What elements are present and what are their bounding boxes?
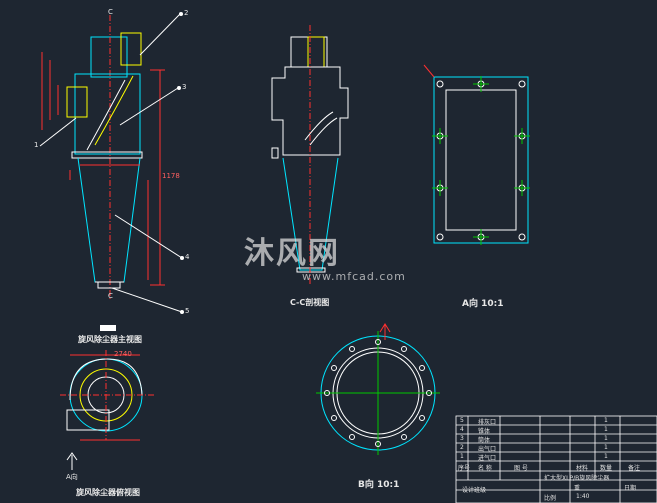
scale-value: 1:40 [576, 493, 590, 500]
top-view-title: 旋风除尘器俯视图 [76, 488, 140, 497]
callout-3: 3 [182, 83, 187, 91]
section-mark-c-bottom: C [108, 292, 113, 300]
title-block-frame [455, 415, 657, 503]
part-qty: 1 [604, 426, 608, 433]
part-no: 5 [460, 417, 464, 424]
part-no: 2 [460, 444, 464, 451]
header-note: 备注 [628, 465, 641, 472]
header-code: 图 号 [514, 465, 528, 472]
part-name: 进气口 [478, 455, 497, 462]
section-view-title: C-C剖视图 [290, 298, 330, 307]
part-qty: 1 [604, 435, 608, 442]
height-dimension: 1178 [162, 172, 180, 180]
a-arrow-label: A向 [66, 473, 78, 481]
scale-label: 比例 [544, 495, 557, 502]
main-view-title: 旋风除尘器主视图 [78, 335, 142, 344]
part-name: 锥体 [478, 428, 491, 435]
sheet-label: 重 [574, 485, 581, 492]
main-view [39, 12, 184, 331]
callout-5: 5 [185, 307, 190, 315]
date-label: 日期 [624, 485, 637, 492]
callout-2: 2 [184, 9, 189, 17]
part-no: 4 [460, 426, 464, 433]
header-name: 名 称 [478, 465, 492, 472]
part-no: 3 [460, 435, 464, 442]
part-name: 出气口 [478, 446, 497, 453]
designer-label: 设计班级 [462, 487, 487, 494]
part-qty: 1 [604, 444, 608, 451]
header-no: 序号 [458, 465, 471, 472]
header-qty: 数量 [600, 465, 613, 472]
watermark-main: 沐风网 [244, 236, 340, 271]
a-view-title: A向 10:1 [462, 299, 504, 309]
b-view-title: B向 10:1 [358, 480, 400, 490]
part-qty: 1 [604, 417, 608, 424]
section-mark-c-top: C [108, 8, 113, 16]
b-view [316, 323, 440, 455]
top-width-dimension: 2740 [114, 350, 132, 358]
section-view [271, 25, 349, 285]
a-view [423, 64, 530, 245]
part-no: 1 [460, 453, 464, 460]
callout-1: 1 [34, 141, 39, 149]
watermark-sub: www.mfcad.com [302, 270, 406, 283]
header-material: 材料 [576, 465, 589, 472]
part-name: 筒体 [478, 437, 491, 444]
callout-4: 4 [185, 253, 190, 261]
drawing-name: 扩大型XLP/B旋风除尘器 [544, 475, 610, 482]
part-name: 排灰口 [478, 419, 497, 426]
part-qty: 1 [604, 453, 608, 460]
watermark: 沐风网 www.mfcad.com [244, 228, 406, 283]
top-view [60, 350, 155, 470]
